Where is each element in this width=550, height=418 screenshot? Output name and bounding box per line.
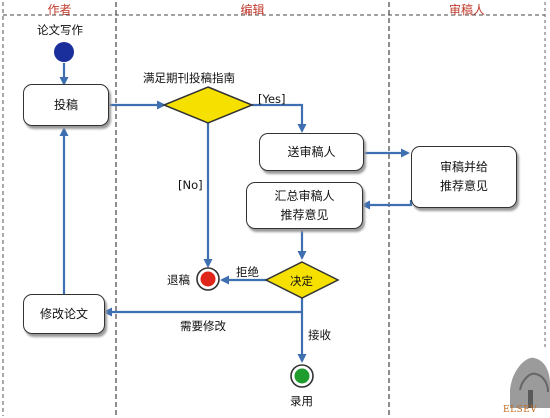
edge-label-revise: 需要修改 (180, 319, 226, 333)
send-to-reviewer-label: 送审稿人 (287, 144, 336, 159)
accept-node (294, 368, 310, 384)
edge-review-to-summary (361, 200, 413, 210)
edge-label-yes: [Yes] (258, 92, 286, 106)
decision2-diamond (264, 261, 340, 299)
summary-box: 汇总审稿人 推荐意见 (246, 182, 363, 229)
review-label-line2: 推荐意见 (439, 179, 488, 193)
edge-label-reject: 拒绝 (236, 265, 259, 279)
review-box: 审稿并给 推荐意见 (411, 146, 517, 208)
revise-box: 修改论文 (23, 294, 105, 334)
start-node (54, 42, 74, 62)
swimlanes (2, 2, 546, 416)
lane-title-author: 作者 (47, 3, 72, 17)
revise-label: 修改论文 (39, 306, 88, 321)
reject-node (200, 271, 216, 287)
submit-box: 投稿 (23, 84, 109, 126)
lane-title-editor: 编辑 (240, 3, 265, 17)
summary-label-line1: 汇总审稿人 (274, 188, 335, 203)
start-label: 论文写作 (37, 23, 83, 37)
decision1-label: 满足期刊投稿指南 (143, 71, 235, 85)
lane-title-reviewer: 审稿人 (448, 3, 485, 17)
decision1-diamond (162, 86, 254, 124)
summary-label-line2: 推荐意见 (280, 207, 329, 222)
edge-yes-to-send (252, 103, 307, 133)
submit-label: 投稿 (53, 97, 78, 112)
send-to-reviewer-box: 送审稿人 (259, 133, 364, 171)
decision2-label: 决定 (290, 274, 313, 288)
review-label-line1: 审稿并给 (439, 160, 488, 174)
publisher-logo-text: ELSEV (503, 405, 538, 415)
edge-label-accept: 接收 (308, 328, 331, 342)
accept-label: 录用 (290, 394, 313, 408)
reject-label: 退稿 (167, 273, 190, 287)
edges (59, 63, 413, 363)
edge-label-no: [No] (178, 178, 203, 192)
publisher-logo (510, 357, 550, 408)
